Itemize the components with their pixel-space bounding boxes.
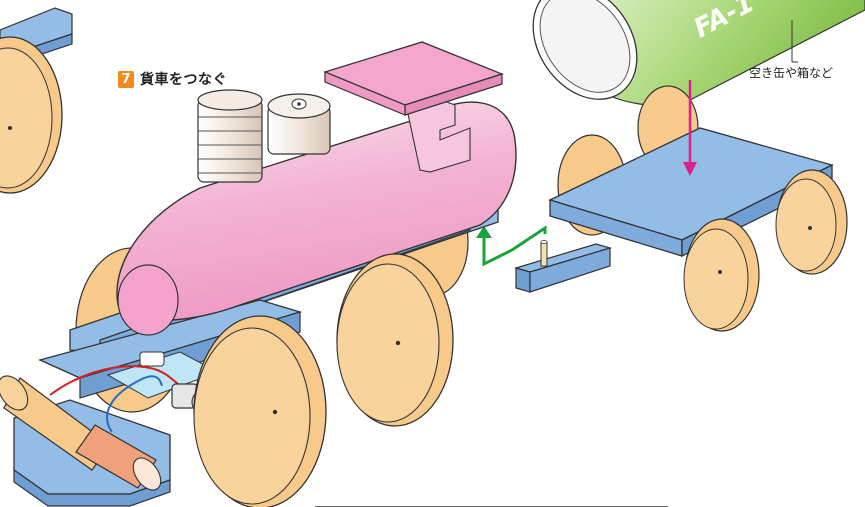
locomotive	[0, 41, 517, 507]
connect-arrow-icon	[476, 225, 547, 267]
chimney-bottle-cap	[197, 89, 263, 183]
down-arrow-icon	[683, 80, 697, 176]
step-number-badge: 7	[118, 70, 134, 88]
dome-cap	[267, 93, 331, 155]
trailer	[513, 85, 848, 332]
can-callout-label: 空き缶や箱など	[749, 66, 834, 80]
battery-tube	[0, 375, 162, 491]
previous-step-vehicle	[0, 7, 73, 194]
step-heading: 7 貨車をつなぐ	[118, 69, 227, 89]
cab-roof	[323, 41, 504, 116]
can: FA-1	[532, 0, 865, 106]
tank-body	[116, 91, 517, 336]
step-title: 貨車をつなぐ	[140, 72, 227, 88]
